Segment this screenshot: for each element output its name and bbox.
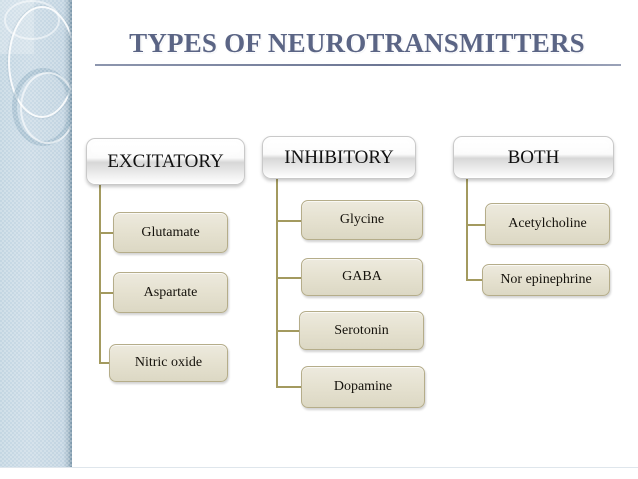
connector-horizontal-glutamate [99, 232, 114, 234]
node-glycine-label: Glycine [339, 212, 385, 227]
category-header-both-label: BOTH [507, 146, 560, 168]
node-nor-epinephrine-label: Nor epinephrine [500, 272, 592, 287]
node-nitric-oxide-label: Nitric oxide [134, 355, 203, 370]
ring-inner-thin-shape [20, 72, 72, 144]
node-aspartate: Aspartate [113, 272, 228, 313]
connector-horizontal-nor-epinephrine [466, 279, 483, 281]
category-header-excitatory-label: EXCITATORY [107, 150, 224, 172]
node-acetylcholine-label: Acetylcholine [508, 216, 587, 231]
category-header-inhibitory-label: INHIBITORY [284, 146, 394, 168]
node-glutamate: Glutamate [113, 212, 228, 253]
node-glutamate-label: Glutamate [141, 224, 200, 240]
category-header-both: BOTH [453, 136, 614, 179]
connector-vertical-both [466, 179, 468, 280]
connector-horizontal-serotonin [276, 330, 300, 332]
node-acetylcholine: Acetylcholine [485, 203, 610, 245]
ring-top-arc-shape [4, 0, 60, 40]
page-title-underline [95, 64, 621, 66]
bottom-divider [0, 467, 638, 468]
connector-horizontal-dopamine [276, 386, 302, 388]
node-nor-epinephrine: Nor epinephrine [482, 264, 610, 296]
decorative-sidebar [0, 0, 72, 467]
connector-horizontal-glycine [276, 220, 302, 222]
node-dopamine: Dopamine [301, 366, 425, 408]
node-glycine: Glycine [301, 200, 423, 240]
connector-horizontal-nitric-oxide [99, 362, 110, 364]
node-dopamine-label: Dopamine [333, 379, 393, 394]
node-serotonin: Serotonin [299, 311, 424, 350]
node-aspartate-label: Aspartate [143, 284, 198, 300]
connector-horizontal-aspartate [99, 292, 114, 294]
category-header-inhibitory: INHIBITORY [262, 136, 416, 179]
node-nitric-oxide: Nitric oxide [109, 344, 228, 382]
connector-horizontal-acetylcholine [466, 224, 486, 226]
connector-vertical-excitatory [99, 185, 101, 363]
connector-vertical-inhibitory [276, 179, 278, 387]
connector-horizontal-gaba [276, 277, 302, 279]
node-gaba-label: GABA [342, 269, 382, 284]
category-header-excitatory: EXCITATORY [86, 138, 245, 185]
page-title: TYPES OF NEUROTRANSMITTERS [129, 28, 585, 58]
sidebar-edge-shadow [69, 0, 72, 467]
node-serotonin-label: Serotonin [334, 322, 389, 338]
node-gaba: GABA [301, 258, 423, 296]
